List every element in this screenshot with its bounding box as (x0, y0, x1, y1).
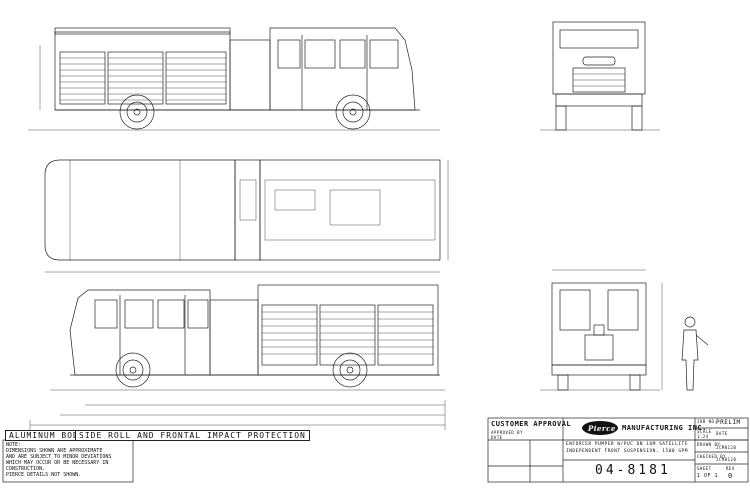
protection-tag: SIDE ROLL AND FRONTAL IMPACT PROTECTION (75, 430, 310, 441)
notes-line: CONSTRUCTION. (6, 466, 46, 472)
job-no-value: PRELIM (716, 419, 741, 426)
notes-line: PIERCE DETAILS NOT SHOWN. (6, 472, 82, 478)
side-view-bottom (29, 284, 446, 430)
protection-text: SIDE ROLL AND FRONTAL IMPACT PROTECTION (79, 431, 306, 440)
plan-view (44, 159, 449, 273)
notes-line: AND ARE SUBJECT TO MINOR DEVIATIONS (6, 454, 112, 460)
pierce-logo (582, 421, 618, 435)
date-label: DATE (491, 435, 503, 440)
sheet-value: 1 OF 1 (697, 473, 719, 479)
pierce-logo-text: Pierce (588, 424, 616, 433)
description-line-2: INDEPENDENT FRONT SUSPENSION, 1500 GPM (566, 449, 688, 454)
date-short-label: DATE (716, 431, 728, 436)
company-name: MANUFACTURING INC. (622, 424, 707, 432)
title-block-frame (487, 417, 749, 483)
notes-block: NOTE: DIMENSIONS SHOWN ARE APPROXIMATE A… (6, 442, 111, 478)
notes-line: DIMENSIONS SHOWN ARE APPROXIMATE (6, 448, 103, 454)
sheet-label: SHEET (697, 466, 712, 471)
scale-figure (681, 316, 709, 391)
checked-by-label: CHECKED BY (697, 454, 727, 459)
drawn-by-value: JCM0120 (716, 445, 737, 450)
scale-value: 1:24 (697, 434, 709, 439)
front-view (540, 21, 660, 131)
approved-by-label: APPROVED BY (491, 430, 523, 435)
customer-approval-label: CUSTOMER APPROVAL (491, 420, 572, 428)
scale-label: SCALE (697, 429, 712, 434)
rev-label: REV (726, 466, 735, 471)
job-no-label: JOB NO. (697, 419, 718, 424)
notes-line: WHICH MAY OCCUR OR BE NECESSARY IN (6, 460, 109, 466)
checked-by-value: JCM0120 (716, 457, 737, 462)
drawn-by-label: DRAWN BY (697, 442, 721, 447)
drawing-number: 04-8181 (595, 463, 671, 478)
rev-value: 0 (728, 472, 733, 480)
rear-view (540, 269, 663, 391)
notes-title: NOTE: (6, 442, 22, 448)
side-view-top (28, 27, 440, 131)
body-material-text: ALUMINUM BODY (9, 431, 85, 440)
description-line-1: ENFORCER PUMPER W/PUC ON 16M SATELLITE (566, 442, 688, 447)
